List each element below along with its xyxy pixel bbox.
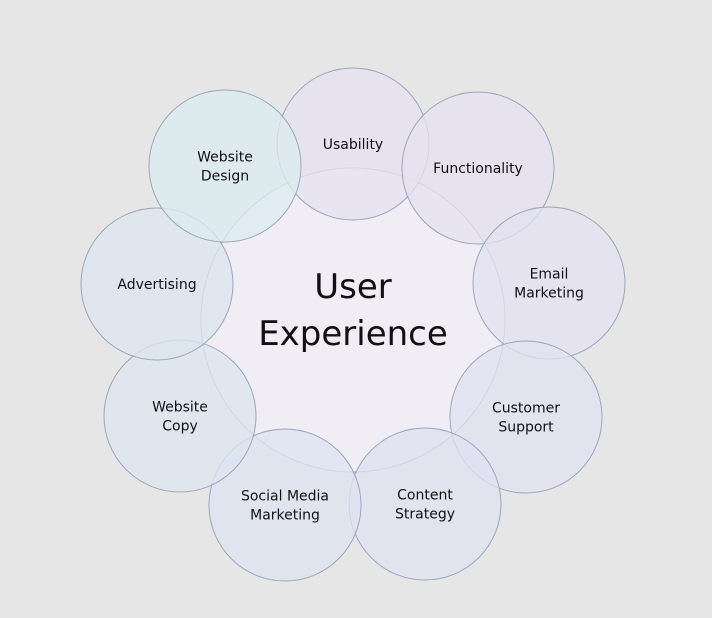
node-label-line: Copy [162,419,198,435]
node-circle-social-media-marketing [208,428,362,582]
node-circle-advertising [80,207,234,361]
node-circle-website-copy [103,339,257,493]
node-circle-content-strategy [348,427,502,581]
node-label-line: Marketing [514,286,584,302]
node-label-line: Email [530,267,569,283]
node-label-usability: Usability [323,137,383,153]
node-label-line: Advertising [117,277,196,293]
satellite-nodes [80,67,626,582]
node-label-line: Website [152,400,208,416]
node-label-line: Social Media [241,489,329,505]
node-circle-email-marketing [472,206,626,360]
node-label-line: Design [201,169,249,185]
node-label-line: Usability [323,137,383,153]
node-label-line: Content [397,488,453,504]
center-label-line: Experience [258,314,448,354]
node-circle-customer-support [449,340,603,494]
node-label-functionality: Functionality [433,161,523,177]
node-label-line: Support [498,420,554,436]
center-label-line: User [314,267,392,307]
node-circle-website-design [148,89,302,243]
node-label-line: Functionality [433,161,523,177]
node-label-line: Marketing [250,508,320,524]
node-label-line: Website [197,150,253,166]
node-label-advertising: Advertising [117,277,196,293]
node-label-line: Strategy [395,507,455,523]
node-circle-functionality [401,91,555,245]
node-label-line: Customer [492,401,560,417]
